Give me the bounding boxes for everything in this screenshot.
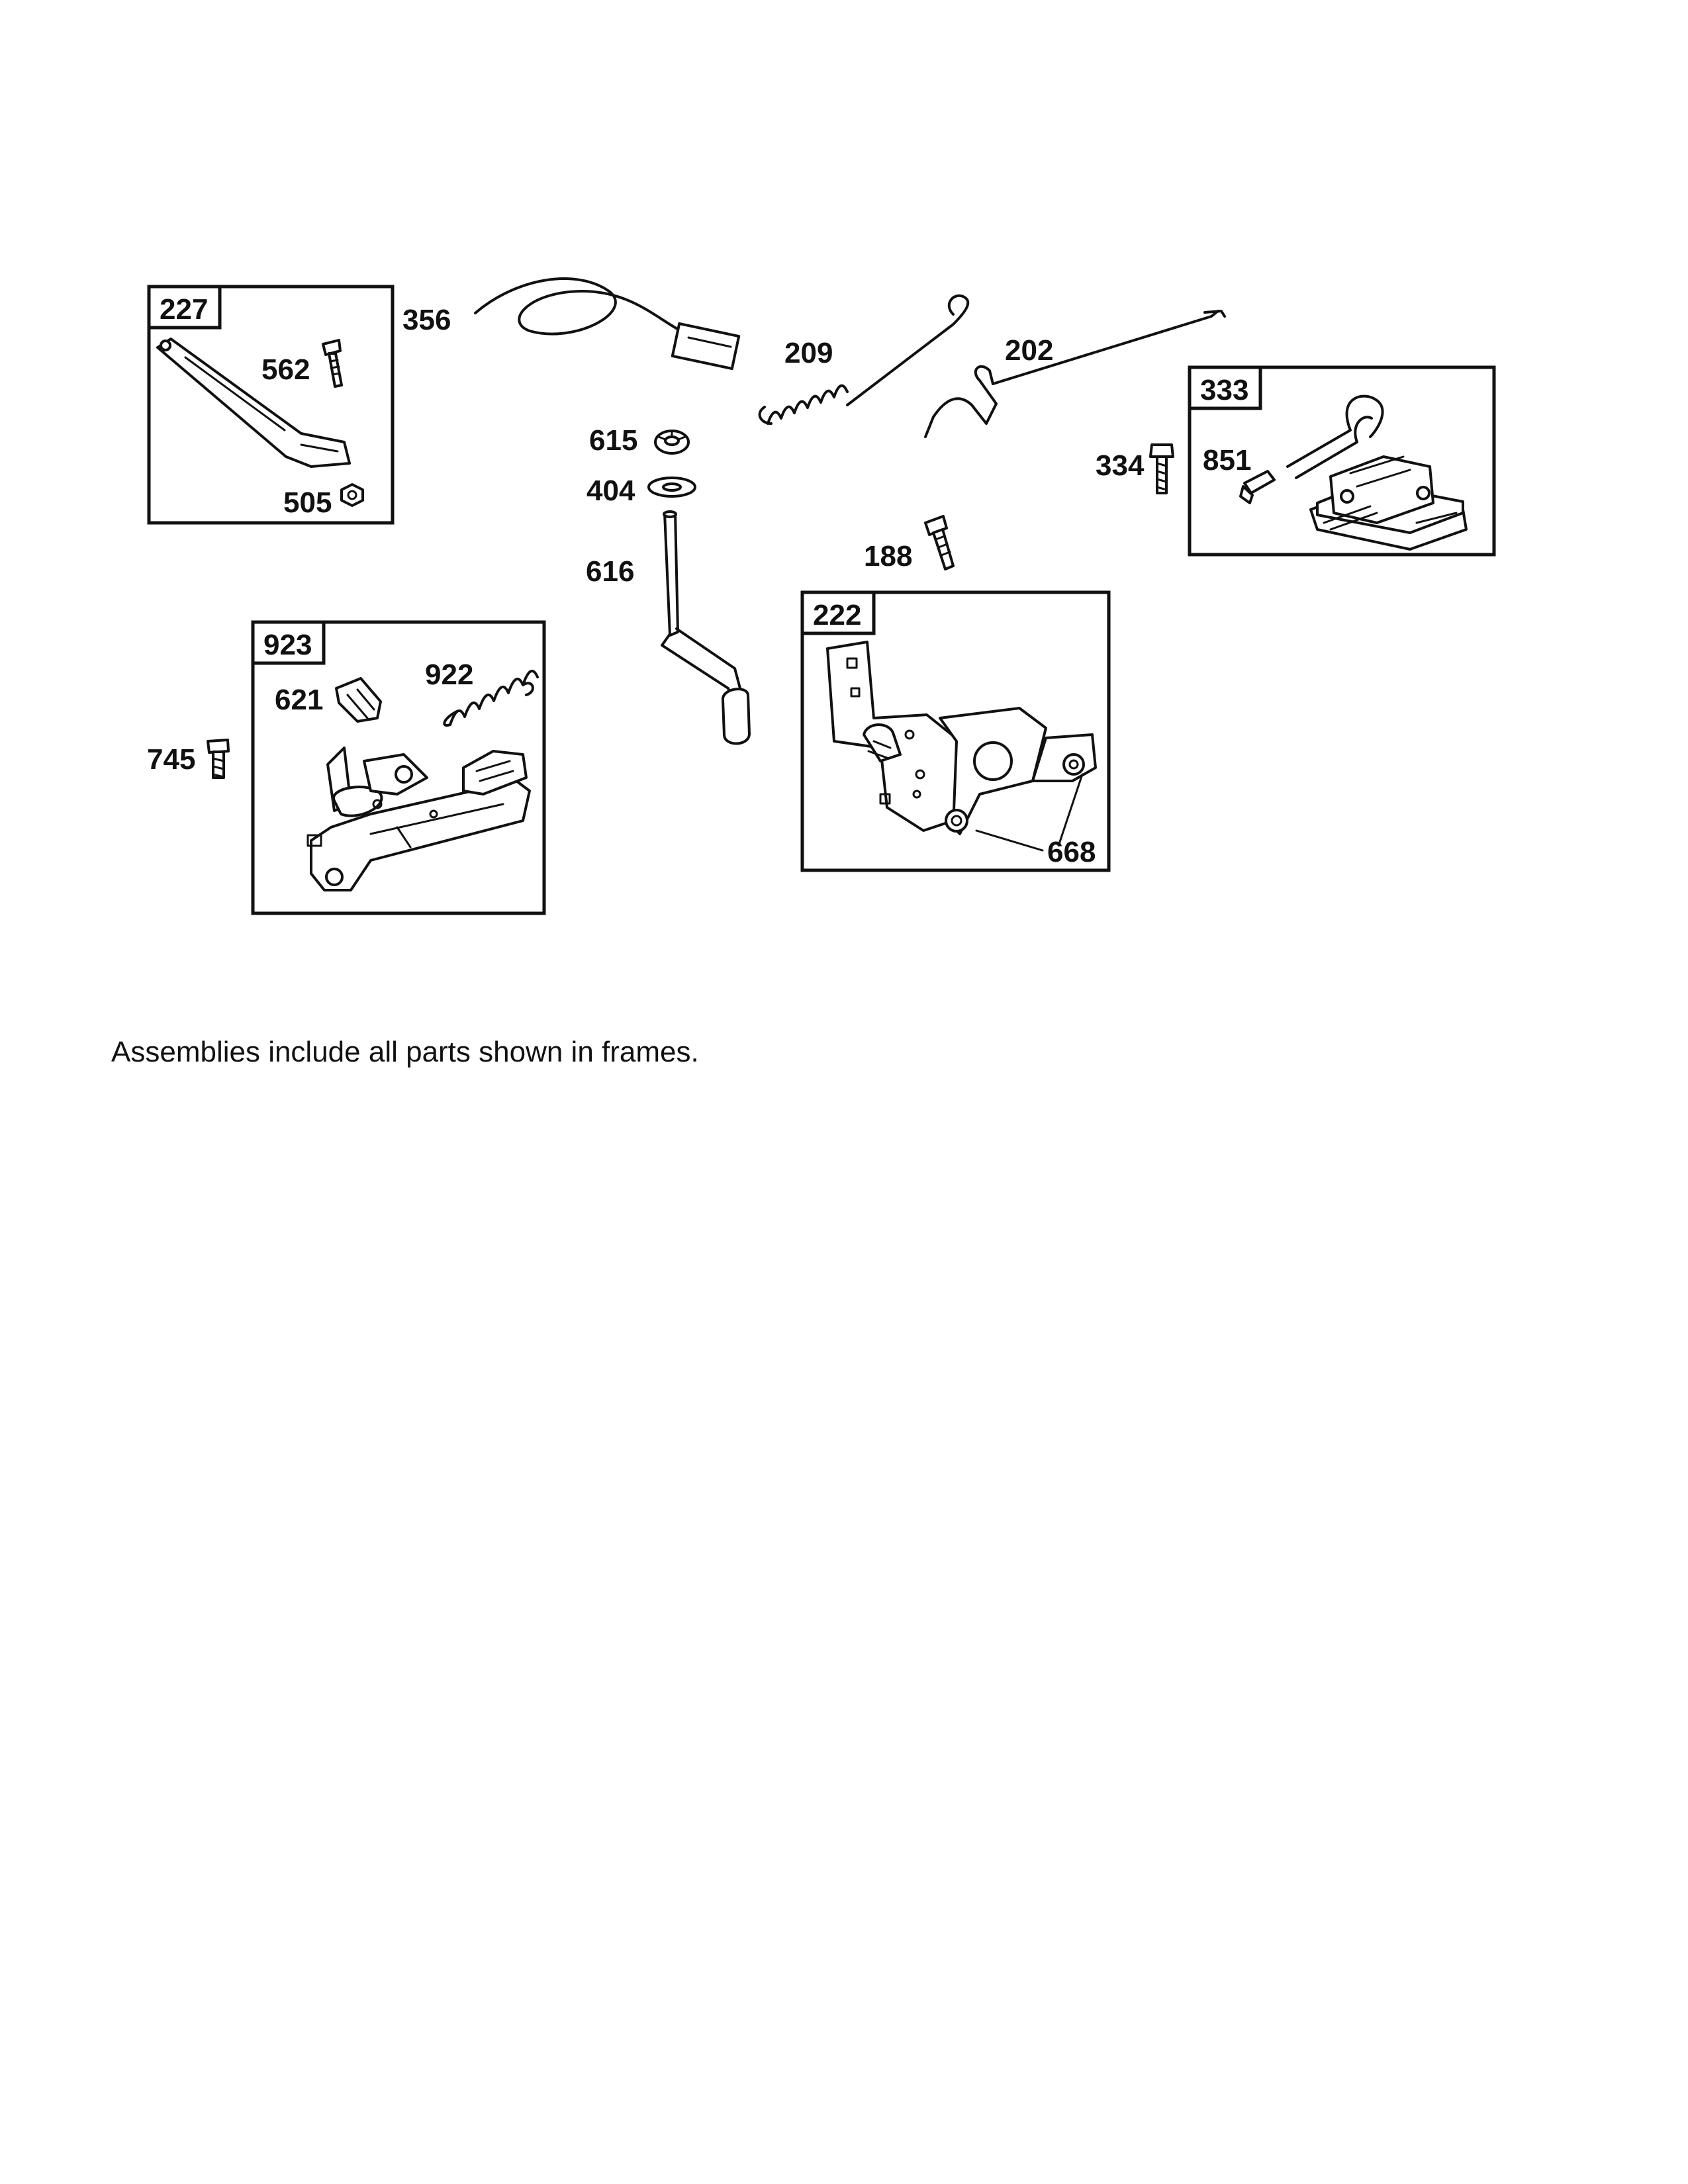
frame-333: 333 851 [1188, 365, 1496, 557]
part-505-label: 505 [283, 486, 332, 519]
frame-227-label: 227 [160, 293, 208, 326]
control-bracket-part [826, 641, 1097, 835]
part-404-label: 404 [586, 475, 635, 507]
connector-851-part [1239, 470, 1276, 504]
frame-222: 222 668 [800, 590, 1111, 872]
part-188-label: 188 [864, 540, 912, 572]
frame-923-label: 923 [263, 629, 312, 661]
frame-227: 227 562 505 [147, 285, 395, 525]
part-851-label: 851 [1203, 444, 1251, 477]
link-rod-202-part [924, 310, 1226, 438]
frame-923: 923 922 621 [251, 620, 546, 915]
leader-668-b [1058, 773, 1084, 845]
assemblies-footnote: Assemblies include all parts shown in fr… [111, 1036, 699, 1068]
nut-505-part [340, 483, 364, 507]
cable-356-part [474, 277, 741, 371]
control-assembly-part [306, 747, 531, 891]
ignition-coil-part [1286, 394, 1468, 551]
part-615-label: 615 [589, 424, 637, 457]
governor-lever-part [156, 338, 351, 468]
clip-621-part [335, 677, 382, 723]
frame-333-label: 333 [1200, 374, 1248, 406]
part-668-label: 668 [1047, 836, 1096, 868]
part-209-label: 209 [784, 337, 833, 369]
screw-188-part [924, 515, 955, 570]
frame-222-label: 222 [813, 599, 861, 631]
screw-562-part [322, 339, 343, 388]
part-356-label: 356 [402, 304, 451, 336]
part-562-label: 562 [261, 353, 310, 386]
spring-209-part [758, 294, 970, 425]
part-745-label: 745 [147, 743, 195, 776]
part-922-label: 922 [425, 659, 473, 691]
part-621-label: 621 [275, 684, 323, 716]
spring-922-part [443, 669, 539, 727]
grommet-615-part [654, 430, 690, 455]
leader-668-a [975, 829, 1044, 852]
shaft-616-part [661, 510, 751, 745]
part-202-label: 202 [1005, 334, 1053, 367]
part-334-label: 334 [1096, 449, 1145, 482]
part-616-label: 616 [586, 555, 634, 588]
washer-404-part [647, 477, 696, 498]
bolt-334-part [1149, 443, 1174, 494]
screw-745-part [207, 739, 230, 779]
